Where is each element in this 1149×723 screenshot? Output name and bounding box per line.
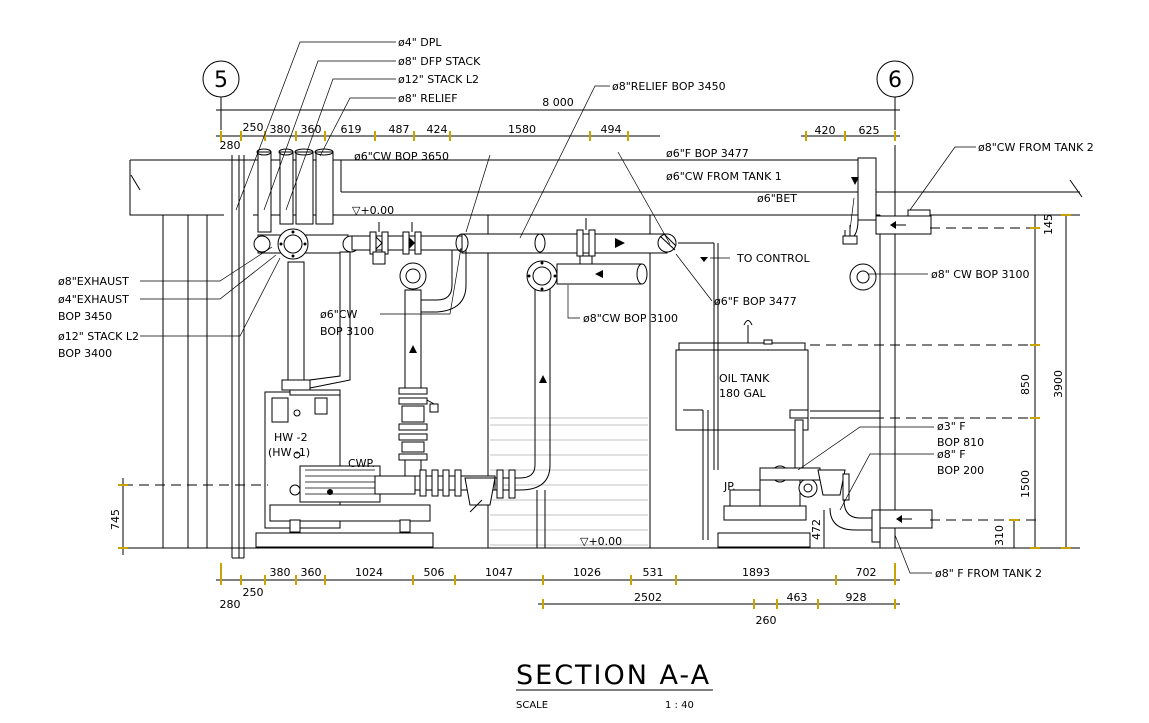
- right-dimensions: 145 850 3900 1500 310 472: [810, 214, 1071, 549]
- dim-bottom-6: 1026: [573, 566, 601, 579]
- label-stack-l2-top: ø12" STACK L2: [398, 73, 479, 86]
- dim-top-1: 250: [243, 121, 264, 134]
- centerlines: [123, 227, 1040, 521]
- label-dpl: ø4" DPL: [398, 36, 442, 49]
- label-f-bop-3477-top: ø6"F BOP 3477: [666, 147, 749, 160]
- cwp-riser: [398, 260, 648, 513]
- dim-bottom-5: 1047: [485, 566, 513, 579]
- dim-310: 310: [993, 525, 1006, 546]
- dim-top-right-2: 625: [859, 124, 880, 137]
- dim-bottom-7: 531: [643, 566, 664, 579]
- label-hw1: (HW -1): [268, 446, 310, 459]
- grid-label-6: 6: [888, 68, 902, 93]
- exhaust-stacks: [253, 148, 360, 391]
- label-bop810: BOP 810: [937, 436, 984, 449]
- dim-top-right-1: 420: [815, 124, 836, 137]
- dim-bottom-4: 506: [424, 566, 445, 579]
- dim-1500: 1500: [1019, 470, 1032, 498]
- label-oil-tank: OIL TANK: [719, 372, 770, 385]
- cw-header-pipe: [351, 218, 677, 313]
- structure: ▽+0.00 ▽+0.00: [120, 145, 1083, 559]
- label-bop3400: BOP 3400: [58, 347, 112, 360]
- label-bet: ø6"BET: [757, 192, 797, 205]
- dim-top-2: 380: [270, 123, 291, 136]
- dim-second-1: 2502: [634, 591, 662, 604]
- label-cw6: ø6"CW: [320, 308, 357, 321]
- label-cwp: CWP.: [348, 457, 375, 470]
- elevation-bottom: ▽+0.00: [580, 535, 622, 548]
- dim-bottom-3: 1024: [355, 566, 383, 579]
- grid-label-5: 5: [214, 68, 228, 93]
- label-to-control: TO CONTROL: [736, 252, 810, 265]
- label-hw2: HW -2: [274, 431, 308, 444]
- label-cw-bop-3100-mid: ø8"CW BOP 3100: [583, 312, 678, 325]
- label-stack-l2: ø12" STACK L2: [58, 330, 139, 343]
- label-bop3450: BOP 3450: [58, 310, 112, 323]
- label-f-bop-3477-mid: ø6"F BOP 3477: [714, 295, 797, 308]
- dim-bottom-2: 360: [301, 566, 322, 579]
- label-cw-bop-3100-right: ø8" CW BOP 3100: [931, 268, 1029, 281]
- engine-pump-assembly: HW -2 (HW -1) CWP.: [255, 389, 434, 548]
- dim-top-280: 280: [220, 139, 241, 152]
- bottom-dimension-chain: 380 360 1024 506 1047 1026 531 1893 702 …: [216, 563, 900, 627]
- overall-dimension: 8 000: [216, 96, 900, 130]
- right-riser: [842, 157, 933, 529]
- dim-145: 145: [1042, 214, 1055, 235]
- dim-bottom-1: 380: [270, 566, 291, 579]
- grid-bubble-6: 6: [876, 60, 914, 115]
- top-dimension-chain: 250 380 360 619 487 424 1580 494 280 420…: [216, 121, 900, 152]
- dim-top-4: 619: [341, 123, 362, 136]
- label-f3: ø3" F: [937, 420, 966, 433]
- title-main: SECTION A-A: [516, 660, 711, 691]
- label-jp: JP.: [723, 480, 736, 493]
- dim-top-8: 494: [601, 123, 622, 136]
- elevation-top: ▽+0.00: [352, 204, 394, 217]
- dim-overall: 8 000: [542, 96, 574, 109]
- label-cw-bop-3650: ø6"CW BOP 3650: [354, 150, 449, 163]
- dim-472: 472: [810, 519, 823, 540]
- dim-850: 850: [1019, 374, 1032, 395]
- dim-bottom-9: 702: [856, 566, 877, 579]
- label-relief-bop: ø8"RELIEF BOP 3450: [612, 80, 726, 93]
- leader-lines: [140, 41, 976, 574]
- dim-bottom-250: 250: [243, 586, 264, 599]
- dim-second-2: 463: [787, 591, 808, 604]
- dim-bottom-280: 280: [220, 598, 241, 611]
- label-bop3100-left: BOP 3100: [320, 325, 374, 338]
- dim-bottom-8: 1893: [742, 566, 770, 579]
- jockey-pump: JP.: [717, 409, 881, 548]
- dim-second-3: 928: [846, 591, 867, 604]
- oil-tank: OIL TANK 180 GAL: [675, 320, 809, 540]
- label-cw-from-tank2: ø8"CW FROM TANK 2: [978, 141, 1094, 154]
- annotation-labels: ø4" DPL ø8" DFP STACK ø12" STACK L2 ø8" …: [58, 36, 1094, 580]
- scale-label: SCALE: [516, 700, 548, 711]
- dim-top-7: 1580: [508, 123, 536, 136]
- label-f8: ø8" F: [937, 448, 966, 461]
- label-bop200: BOP 200: [937, 464, 984, 477]
- dim-top-3: 360: [301, 123, 322, 136]
- dim-second-260: 260: [756, 614, 777, 627]
- dim-top-6: 424: [427, 123, 448, 136]
- label-dfp-stack: ø8" DFP STACK: [398, 55, 481, 68]
- control-line: [678, 242, 719, 470]
- dim-top-5: 487: [389, 123, 410, 136]
- section-title: SECTION A-A SCALE 1 : 40: [516, 660, 713, 711]
- dim-3900: 3900: [1052, 370, 1065, 398]
- dim-745: 745: [109, 509, 122, 530]
- label-relief: ø8" RELIEF: [398, 92, 458, 105]
- left-dimension: 745: [109, 478, 128, 555]
- label-exhaust8: ø8"EXHAUST: [58, 275, 129, 288]
- label-oil-tank-cap: 180 GAL: [719, 387, 767, 400]
- label-exhaust4: ø4"EXHAUST: [58, 293, 129, 306]
- grid-bubble-5: 5: [202, 60, 240, 115]
- label-cw-from-tank1: ø6"CW FROM TANK 1: [666, 170, 782, 183]
- scale-value: 1 : 40: [665, 700, 694, 711]
- label-f-from-tank2: ø8" F FROM TANK 2: [935, 567, 1042, 580]
